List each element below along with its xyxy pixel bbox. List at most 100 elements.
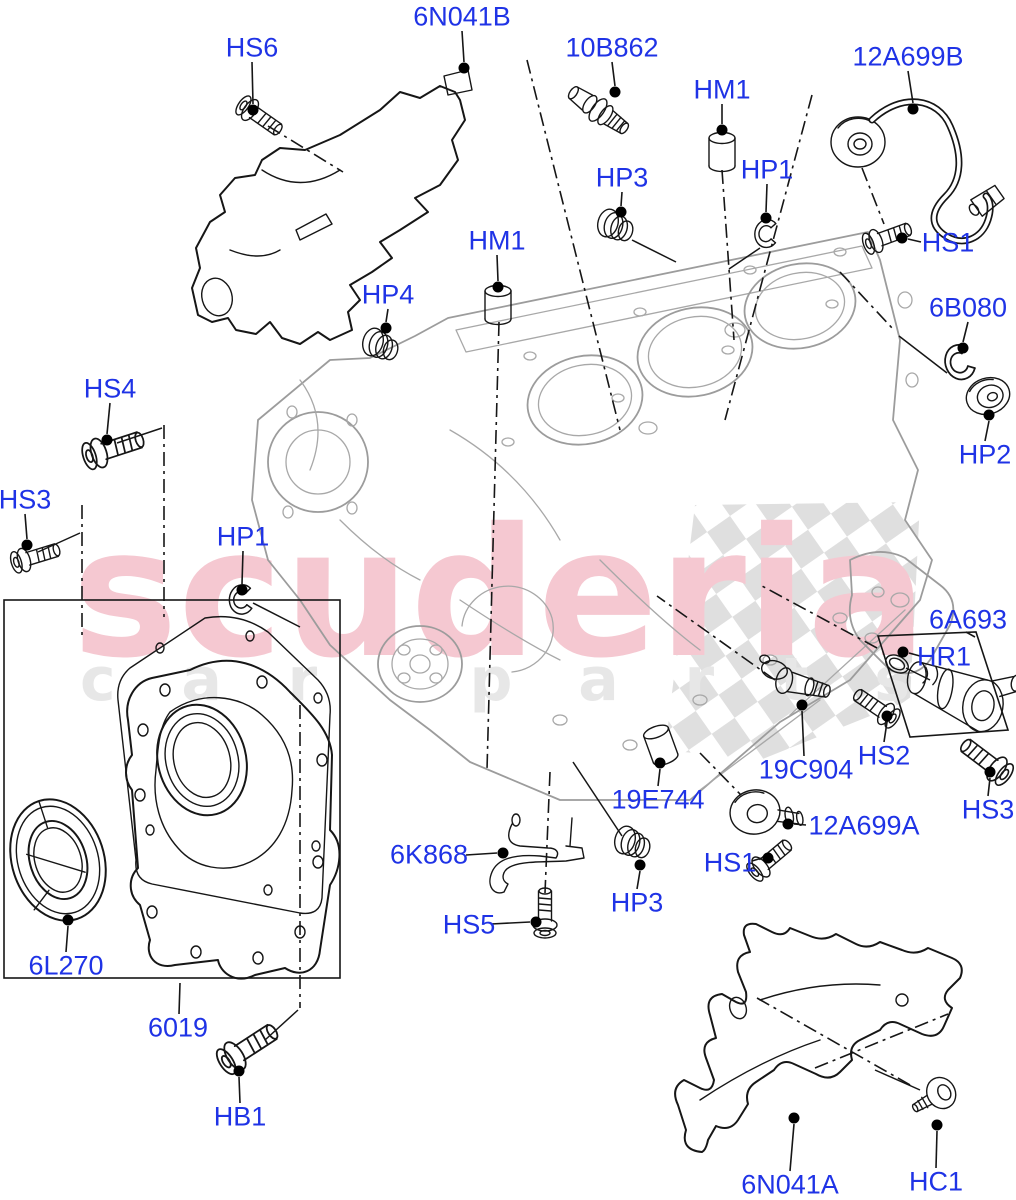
part-label-hr1[interactable]: HR1 xyxy=(916,641,972,672)
part-label-6n041a[interactable]: 6N041A xyxy=(741,1169,839,1200)
leader-19c904 xyxy=(801,710,805,757)
callout-dot-hp3-top xyxy=(615,206,627,218)
callout-dot-hp1-top xyxy=(760,212,772,224)
leader-hm1-mid xyxy=(496,254,499,282)
part-label-hp3-top[interactable]: HP3 xyxy=(595,162,649,193)
callout-dot-hp4 xyxy=(380,322,392,334)
leader-6n041b xyxy=(461,30,465,63)
part-label-hp3-lower[interactable]: HP3 xyxy=(610,887,664,918)
part-label-6019[interactable]: 6019 xyxy=(147,1012,209,1043)
leader-hr1 xyxy=(908,652,921,657)
construction-lines xyxy=(37,59,949,1091)
part-label-hc1[interactable]: HC1 xyxy=(908,1166,964,1197)
leader-hs1-lower xyxy=(751,857,763,862)
leader-hs3-left xyxy=(24,513,28,540)
bolt-hs3-left xyxy=(7,537,64,576)
leader-19e744 xyxy=(657,768,661,787)
leader-hs3-right xyxy=(987,777,991,797)
part-label-hm1-mid[interactable]: HM1 xyxy=(468,225,526,256)
callout-dot-hs2 xyxy=(881,710,893,722)
part-label-12a699b[interactable]: 12A699B xyxy=(852,41,964,72)
part-label-12a699a[interactable]: 12A699A xyxy=(808,810,920,841)
part-label-hs4[interactable]: HS4 xyxy=(83,373,137,404)
leader-hs5 xyxy=(490,921,531,925)
leader-hs6 xyxy=(251,61,254,105)
bolt-hs3-right xyxy=(953,731,1016,790)
timing-cover-gasket xyxy=(117,615,331,915)
timing-cover-group xyxy=(3,599,341,980)
part-label-10b862[interactable]: 10B862 xyxy=(565,32,659,63)
callout-dot-hs6 xyxy=(247,104,259,116)
part-label-hs3-left[interactable]: HS3 xyxy=(0,484,52,515)
plug-hp4 xyxy=(359,325,403,363)
part-label-19e744[interactable]: 19E744 xyxy=(611,784,705,815)
leader-hp2 xyxy=(984,420,990,442)
leader-6k868 xyxy=(465,852,498,856)
part-label-hs5[interactable]: HS5 xyxy=(442,909,496,940)
part-label-hs1-lower[interactable]: HS1 xyxy=(703,847,757,878)
part-group-box-6019 xyxy=(3,599,341,979)
callout-dot-hp2 xyxy=(983,409,995,421)
part-label-6b080[interactable]: 6B080 xyxy=(928,292,1008,323)
knock-sensor-12a699b xyxy=(830,98,1005,245)
part-label-hs2[interactable]: HS2 xyxy=(857,740,911,771)
push-pin-hc1 xyxy=(911,1076,957,1113)
part-label-6k868[interactable]: 6K868 xyxy=(389,839,469,870)
leader-6a693 xyxy=(965,631,976,638)
part-label-hp1-mid[interactable]: HP1 xyxy=(216,521,270,552)
callout-dot-hp1-mid xyxy=(236,584,248,596)
leader-hs2 xyxy=(883,721,888,743)
leader-hp4 xyxy=(385,308,389,323)
part-label-6n041b[interactable]: 6N041B xyxy=(413,1,511,32)
part-label-hm1-top[interactable]: HM1 xyxy=(693,74,751,105)
bracket-6k868 xyxy=(489,813,585,894)
callout-dot-hs1-lower xyxy=(762,852,774,864)
callout-dot-hr1 xyxy=(897,646,909,658)
leader-hp1-mid xyxy=(241,550,244,585)
callout-dot-6l270 xyxy=(62,914,74,926)
checkered-flag-watermark xyxy=(665,502,920,760)
leader-6n041a xyxy=(789,1123,795,1172)
callout-dot-hc1 xyxy=(931,1119,943,1131)
leader-hc1 xyxy=(935,1130,938,1169)
callout-dot-6n041b xyxy=(458,62,470,74)
part-label-hs1-top[interactable]: HS1 xyxy=(921,227,975,258)
callout-dot-hs3-left xyxy=(21,539,33,551)
part-label-19c904[interactable]: 19C904 xyxy=(758,754,854,785)
callout-dot-hs1-top xyxy=(896,232,908,244)
leader-6019 xyxy=(178,982,181,1015)
bolt-hs5 xyxy=(532,887,558,939)
callout-dot-6b080 xyxy=(957,342,969,354)
callout-dot-hs4 xyxy=(101,434,113,446)
dowel-hm1-top xyxy=(708,131,736,173)
heat-shield-upper xyxy=(191,69,473,345)
part-label-6l270[interactable]: 6L270 xyxy=(28,950,104,981)
callout-dot-hm1-top xyxy=(716,124,728,136)
part-label-6a693[interactable]: 6A693 xyxy=(928,604,1008,635)
callout-dot-12a699b xyxy=(907,103,919,115)
callout-dot-hm1-mid xyxy=(492,281,504,293)
part-label-hb1[interactable]: HB1 xyxy=(213,1101,267,1132)
leader-hp3-top xyxy=(620,191,623,207)
part-label-hs3-right[interactable]: HS3 xyxy=(961,794,1015,825)
part-label-hp4[interactable]: HP4 xyxy=(361,279,415,310)
heat-shield-lower xyxy=(674,922,963,1153)
callout-dot-10b862 xyxy=(609,86,621,98)
engine-block xyxy=(251,231,955,801)
callout-dot-6n041a xyxy=(788,1112,800,1124)
callout-dot-19e744 xyxy=(654,757,666,769)
callout-dot-hs5 xyxy=(530,916,542,928)
crankshaft-seal-6l270 xyxy=(9,798,107,922)
callout-dot-12a699a xyxy=(782,818,794,830)
leader-hs1-top xyxy=(907,238,922,243)
part-label-hp1-top[interactable]: HP1 xyxy=(740,154,794,185)
callout-dot-hb1 xyxy=(233,1065,245,1077)
part-label-hs6[interactable]: HS6 xyxy=(225,32,279,63)
leader-6b080 xyxy=(962,321,969,343)
timing-cover xyxy=(125,659,341,980)
part-label-hp2[interactable]: HP2 xyxy=(958,439,1012,470)
leader-hs4 xyxy=(106,402,111,435)
